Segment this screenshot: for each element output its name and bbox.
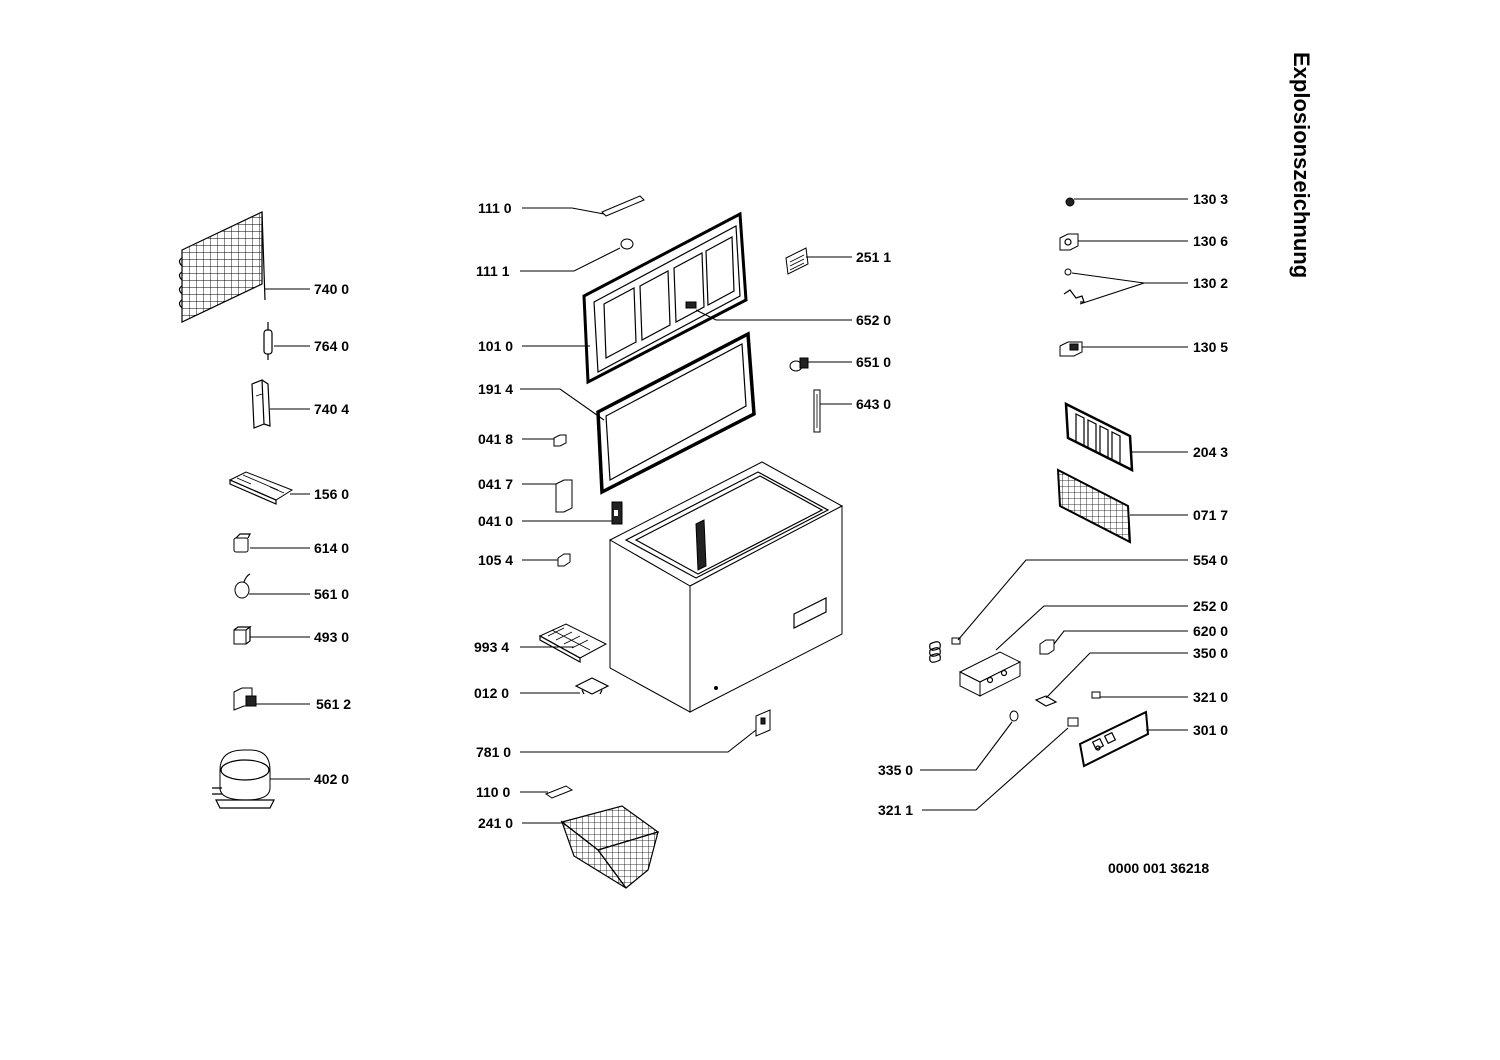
condenser-740-0 [178,211,266,323]
label-041-0: 041 0 [478,513,513,529]
label-620-0: 620 0 [1193,623,1228,639]
part-321-0 [1091,691,1101,699]
label-402-0: 402 0 [314,771,349,787]
diagram-title: Explosionszeichnung [1289,52,1314,279]
label-561-0: 561 0 [314,586,349,602]
label-781-0: 781 0 [476,744,511,760]
label-561-2: 561 2 [316,696,351,712]
cap-111-1 [620,238,634,250]
label-643-0: 643 0 [856,396,891,412]
label-554-0: 554 0 [1193,552,1228,568]
label-101-0: 101 0 [478,338,513,354]
part-620-0 [1039,639,1055,655]
part-614-0 [233,533,251,553]
label-252-0: 252 0 [1193,598,1228,614]
part-130-3 [1065,197,1075,207]
label-241-0: 241 0 [478,815,513,831]
bracket-740-4 [251,379,271,429]
label-156-0: 156 0 [314,486,349,502]
label-493-0: 493 0 [314,629,349,645]
label-111-1: 111 1 [476,263,510,279]
cabinet-body [608,461,844,713]
label-993-4: 993 4 [474,639,509,655]
part-130-2 [1063,268,1085,303]
label-041-7: 041 7 [478,476,513,492]
gasket-191-4 [596,331,756,495]
label-041-8: 041 8 [478,431,513,447]
part-105-4 [557,553,571,567]
label-130-6: 130 6 [1193,233,1228,249]
label-350-0: 350 0 [1193,645,1228,661]
part-561-0 [234,573,251,599]
part-130-6 [1059,233,1079,251]
label-321-1: 321 1 [878,802,913,818]
label-130-3: 130 3 [1193,191,1228,207]
label-191-4: 191 4 [478,381,513,397]
part-335-0 [1009,710,1019,722]
control-panel-301-0 [1078,710,1150,768]
label-301-0: 301 0 [1193,722,1228,738]
label-740-0: 740 0 [314,281,349,297]
label-105-4: 105 4 [478,552,513,568]
part-493-0 [233,625,252,645]
part-110-0 [544,785,574,799]
part-781-0 [755,709,771,737]
basket-241-0 [560,805,660,889]
label-111-0: 111 0 [478,200,512,216]
label-012-0: 012 0 [474,685,509,701]
hinge-cover-111-0 [601,195,645,217]
part-251-1 [785,247,809,275]
label-110-0: 110 0 [476,784,510,800]
label-764-0: 764 0 [314,338,349,354]
part-130-5 [1059,341,1083,357]
label-614-0: 614 0 [314,540,349,556]
spring-554-0 [929,637,961,663]
label-251-1: 251 1 [856,249,891,265]
drier-764-0 [263,322,273,360]
lid-101-0 [582,211,748,385]
tray-993-4 [538,623,608,664]
part-321-1 [1067,717,1079,727]
label-130-2: 130 2 [1193,275,1228,291]
panel-204-3 [1064,401,1134,473]
label-130-5: 130 5 [1193,339,1228,355]
label-651-0: 651 0 [856,354,891,370]
part-012-0 [574,677,610,695]
label-335-0: 335 0 [878,762,913,778]
label-321-0: 321 0 [1193,689,1228,705]
part-041-8 [553,434,567,447]
compressor-402-0 [212,749,275,809]
part-041-7 [555,479,573,513]
part-561-2 [233,687,257,711]
part-350-0 [1034,695,1058,707]
ice-tray-156-0 [228,471,294,505]
label-652-0: 652 0 [856,312,891,328]
grille-071-7 [1056,468,1132,544]
part-651-0 [789,357,809,372]
part-643-0 [813,389,821,433]
document-number: 0000 001 36218 [1108,860,1210,876]
label-071-7: 071 7 [1193,507,1228,523]
housing-252-0 [958,651,1022,697]
label-740-4: 740 4 [314,401,349,417]
label-204-3: 204 3 [1193,444,1228,460]
lock-041-0 [611,501,623,525]
